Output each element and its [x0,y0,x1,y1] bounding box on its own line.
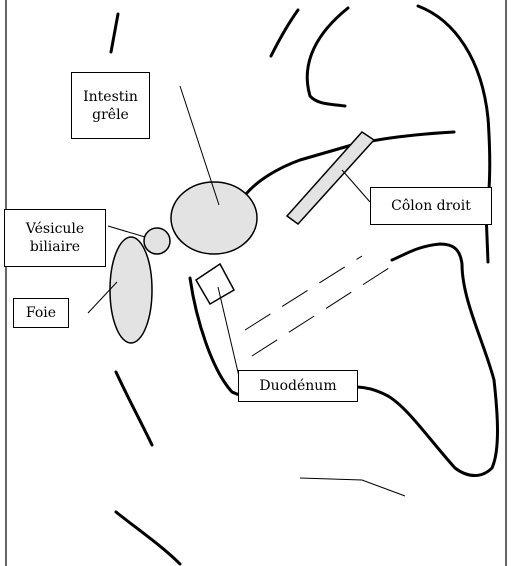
upper-loop-contour [307,8,348,106]
small-intestine-shape [171,182,257,254]
label-intestin-grele-line1: Intestin [83,88,138,106]
label-vesicule-biliaire: Vésicule biliaire [4,209,106,267]
leader-vesicule-biliaire [108,226,145,237]
label-foie-text: Foie [26,304,56,322]
label-intestin-grele: Intestin grêle [71,72,150,139]
label-duodenum-text: Duodénum [259,377,336,395]
bottom-left-contour-stroke [116,512,180,564]
label-vesicule-biliaire-line1: Vésicule [26,220,84,238]
label-intestin-grele-line2: grêle [92,106,129,124]
upper-center-contour-stroke [271,10,298,56]
duodenum-shape [196,264,234,304]
liver-shape [110,237,152,343]
leader-colon-droit [342,170,370,202]
dashed-line-lower [252,266,392,356]
label-vesicule-biliaire-line2: biliaire [30,238,80,256]
lower-left-contour-stroke [116,372,152,445]
dashed-line-upper [245,256,362,330]
label-duodenum: Duodénum [238,370,358,402]
label-colon-droit: Côlon droit [370,187,492,225]
lower-thin-line [300,478,405,496]
label-foie: Foie [13,298,69,328]
right-colon-shape [287,132,374,224]
label-colon-droit-text: Côlon droit [391,197,471,215]
duodenal-loop-contour [190,244,498,476]
gallbladder-shape [144,228,170,254]
upper-left-contour-stroke [111,14,118,52]
